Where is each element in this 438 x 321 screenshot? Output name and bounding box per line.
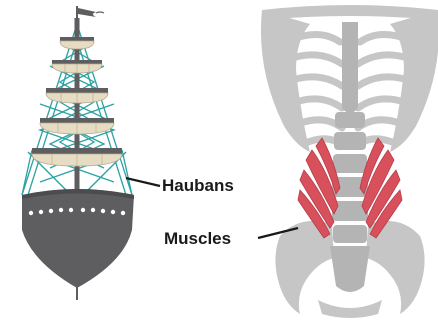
- sail-row-2: [52, 60, 102, 73]
- haubans-leader-line: [126, 178, 160, 186]
- sternum: [342, 22, 358, 113]
- haubans-label: Haubans: [162, 177, 234, 194]
- sail-row-3: [46, 88, 108, 103]
- sail-row-1: [60, 37, 94, 49]
- sail-row-4: [40, 118, 114, 134]
- muscles-label: Muscles: [164, 230, 231, 247]
- ship-hull: [22, 189, 134, 300]
- skeleton-illustration: [261, 5, 438, 318]
- sail-row-5: [32, 148, 122, 166]
- ship-flag: [77, 6, 104, 24]
- ship-illustration: [22, 6, 134, 300]
